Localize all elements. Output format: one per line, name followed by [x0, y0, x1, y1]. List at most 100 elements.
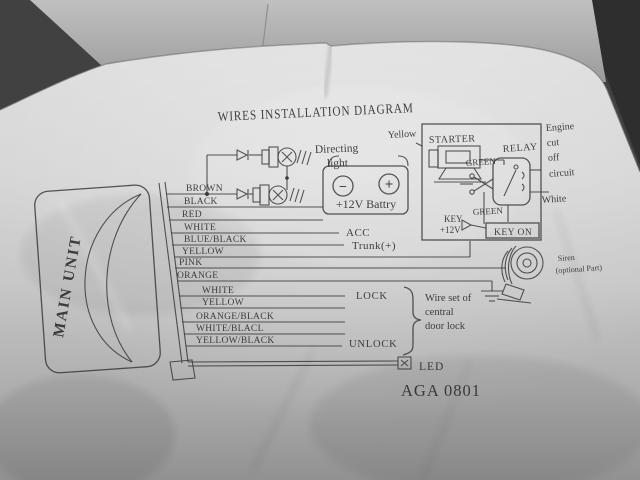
- wire-harness: BROWN BLACK RED WHITE ACC BLUE/BLACK Tru…: [166, 184, 506, 350]
- siren-horn-fins: [501, 245, 517, 285]
- crease-highlight: [57, 198, 133, 332]
- grouping-brace: [402, 286, 422, 356]
- starter-label: STARTER: [429, 133, 476, 146]
- scissors-handle: [469, 189, 475, 195]
- acc-label: ACC: [346, 227, 370, 239]
- battery: − + +12V Battry: [322, 155, 409, 215]
- plus-symbol: +: [385, 177, 394, 193]
- wire-red: RED: [169, 210, 323, 221]
- scissors-blade: [473, 178, 494, 192]
- battery-plus-terminal-icon: [378, 173, 400, 195]
- wire-label: ORANGE/BLACK: [196, 312, 274, 322]
- directing-light-bulb-icon: [268, 185, 288, 205]
- siren-caption-line1: Siren: [558, 253, 575, 263]
- siren-face-inner: [516, 252, 538, 274]
- background-top-right: [570, 0, 640, 165]
- key-arrow-icon: [461, 219, 473, 231]
- unlock-label: UNLOCK: [349, 339, 398, 350]
- scissors-handle: [469, 173, 475, 179]
- engine-cut-off-circuit: Yellow STARTER RELAY GREEN: [388, 121, 575, 241]
- wire-line: [470, 224, 487, 229]
- scissors-blade: [473, 176, 494, 190]
- relay-box: [492, 157, 531, 206]
- led-wire: [187, 364, 399, 367]
- model-number: AGA 0801: [401, 381, 481, 400]
- ground-hatch: [289, 187, 305, 204]
- wire-blue-black-trunk: BLUE/BLACK Trunk(+): [172, 235, 396, 252]
- crumple-shade: [20, 195, 260, 315]
- wire-black: BLACK: [167, 197, 323, 208]
- main-unit-crescent-outer: [84, 193, 142, 363]
- trunk-label: Trunk(+): [352, 240, 396, 252]
- siren-icon: [496, 245, 544, 304]
- led-assembly: LED AGA 0801: [187, 356, 481, 400]
- circuit-box: [421, 123, 542, 241]
- green-wire-label-lower: GREEN: [473, 205, 504, 217]
- wire-white-black: WHITE/BLACL: [184, 324, 345, 335]
- lock-label: LOCK: [356, 291, 388, 302]
- siren-assembly: Siren (optional Part): [481, 245, 603, 304]
- starter-motor-icon: [428, 145, 486, 183]
- siren-bracket: [496, 298, 532, 304]
- wire-label: YELLOW: [202, 298, 244, 308]
- wire-label: RED: [182, 210, 202, 220]
- crease-line: [250, 351, 314, 473]
- scissors-icon: [469, 173, 494, 195]
- motor-base: [437, 167, 483, 180]
- door-lock-note-line3: door lock: [425, 321, 466, 332]
- led-marks: [400, 359, 409, 367]
- key-label-line2: +12V: [440, 225, 461, 235]
- connector-rail: [158, 182, 183, 364]
- key-on-label: KEY ON: [494, 228, 532, 238]
- battery-tab: [328, 155, 340, 167]
- wire-pink: PINK: [175, 258, 506, 269]
- key-on-box: [485, 222, 540, 239]
- wire-yellow: YELLOW: [174, 241, 471, 258]
- relay-contacts: [521, 171, 525, 192]
- crease-line: [554, 209, 600, 341]
- diode-icon: [236, 149, 249, 161]
- wire-orange: ORANGE: [177, 271, 492, 282]
- green-wire-label-upper: GREEN: [465, 156, 496, 168]
- engine-cut-off-caption: Engine cut off circuit: [545, 121, 575, 180]
- wire-line: [415, 142, 423, 147]
- wire-yellow-black-unlock: YELLOW/BLACK UNLOCK: [186, 336, 398, 350]
- battery-label: +12V Battry: [336, 197, 396, 211]
- wire-label: WHITE: [184, 223, 216, 233]
- siren-caption-line2: (optional Part): [555, 263, 602, 275]
- motor-core: [445, 150, 471, 164]
- wire-white-acc: WHITE ACC: [171, 223, 370, 239]
- led-label: LED: [419, 361, 444, 373]
- door-lock-note-line2: central: [425, 307, 454, 318]
- wire-orange-black: ORANGE/BLACK: [182, 312, 345, 323]
- crumple-shade: [310, 355, 640, 480]
- yellow-wire-label: Yellow: [388, 128, 418, 141]
- wire-label: ORANGE: [177, 271, 218, 281]
- battery-minus-terminal-icon: [332, 175, 354, 197]
- bulb-filament: [281, 151, 293, 163]
- directing-light-label-2: light: [327, 157, 349, 170]
- connector-rail: [164, 181, 189, 363]
- caption-line: Engine: [545, 121, 575, 134]
- door-lock-note-line1: Wire set of: [425, 293, 472, 304]
- led-body: [397, 356, 412, 370]
- relay-label: RELAY: [502, 142, 538, 155]
- led-icon: [397, 356, 412, 370]
- caption-line: off: [548, 152, 561, 164]
- directing-light-label-1: Directing: [315, 142, 359, 156]
- battery-box: [322, 165, 409, 215]
- door-lock-note: Wire set of central door lock: [402, 286, 472, 356]
- wire-label: BLUE/BLACK: [184, 235, 247, 245]
- crease-line: [420, 361, 472, 480]
- wire-label: WHITE: [202, 286, 234, 296]
- led-wire: [187, 360, 399, 363]
- wire-white-lock: WHITE LOCK: [179, 286, 388, 302]
- center-fold-crease: [324, 43, 332, 98]
- wire-label: BROWN: [186, 184, 223, 194]
- ground-icon: [481, 281, 503, 302]
- paper-shading: [0, 41, 640, 480]
- diode-icon: [236, 188, 249, 200]
- ground-hatch: [296, 149, 312, 166]
